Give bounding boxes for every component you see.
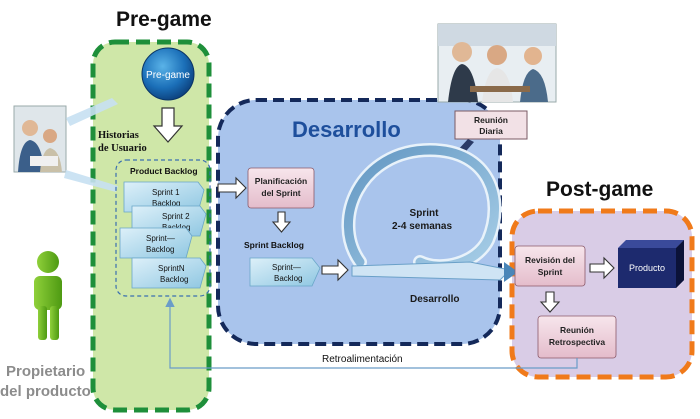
reunion-diaria-pointer [456, 139, 474, 158]
backlog-card-n: SprintN Backlog [131, 257, 207, 289]
backlog-card-1-line2: Backlog [152, 199, 180, 208]
retrospectiva-line2: Retrospectiva [549, 337, 605, 347]
revision-box [514, 245, 586, 287]
sprint-cycle-line1: Sprint [410, 208, 440, 219]
users-connector [66, 98, 118, 126]
postgame-title: Post-game [546, 178, 653, 201]
planificacion-line1: Planificación [255, 176, 307, 186]
meeting-photo [437, 23, 557, 103]
backlog-card-1: Sprint 1 Backlog [123, 181, 205, 213]
backlog-card-3-line2: Backlog [146, 245, 174, 254]
feedback-line [165, 297, 578, 369]
backlog-card-n-line2: Backlog [160, 275, 188, 284]
users-connector-lower [64, 170, 118, 192]
product-owner-icon [34, 251, 62, 340]
desarrollo-sublabel: Desarrollo [410, 294, 459, 305]
reunion-diaria-box [454, 110, 528, 140]
backlog-card-3-line1: Sprint— [146, 234, 175, 243]
pregame-circle-label: Pre-game [146, 70, 190, 81]
reunion-diaria-line2: Diaria [479, 126, 503, 136]
backlog-card-1-line1: Sprint 1 [152, 188, 180, 197]
retroalimentacion-label: Retroalimentación [322, 354, 403, 365]
reunion-diaria-line1: Reunión [474, 115, 508, 125]
planning-down-arrow [271, 211, 292, 233]
sprint-backlog-card-line2: Backlog [274, 274, 302, 283]
historias-line2: de Usuario [98, 143, 147, 154]
revision-down-arrow [539, 291, 561, 313]
sprint-backlog-title: Sprint Backlog [244, 240, 304, 250]
pregame-circle [141, 47, 195, 101]
planificacion-line2: del Sprint [261, 188, 300, 198]
users-photo [13, 105, 67, 173]
sprint-backlog-arrow [321, 258, 349, 282]
revision-to-producto-arrow [589, 256, 615, 280]
planificacion-box [247, 167, 315, 209]
producto-cube [618, 240, 684, 288]
retrospectiva-line1: Reunión [560, 325, 594, 335]
product-backlog-container [115, 159, 211, 297]
backlog-card-2-line2: Backlog [162, 223, 190, 232]
historias-line1: Historias [98, 130, 139, 141]
backlog-card-3: Sprint— Backlog [119, 227, 193, 259]
backlog-to-planning-arrow [217, 176, 247, 200]
backlog-card-2-line1: Sprint 2 [162, 212, 190, 221]
producto-label: Producto [629, 263, 665, 273]
sprint-backlog-card [249, 257, 321, 287]
pregame-title: Pre-game [116, 8, 212, 31]
sprint-cycle-icon [341, 142, 518, 282]
propietario-line1: Propietario [6, 363, 85, 380]
desarrollo-title: Desarrollo [292, 117, 401, 142]
sprint-backlog-card-line1: Sprint— [272, 263, 301, 272]
sprint-cycle-line2: 2-4 semanas [392, 221, 452, 232]
propietario-line2: del producto [0, 383, 91, 400]
product-backlog-title: Product Backlog [130, 166, 198, 176]
pregame-down-arrow [152, 107, 184, 143]
backlog-card-n-line1: SprintN [158, 264, 185, 273]
revision-line2: Sprint [538, 267, 563, 277]
revision-line1: Revisión del [525, 255, 575, 265]
